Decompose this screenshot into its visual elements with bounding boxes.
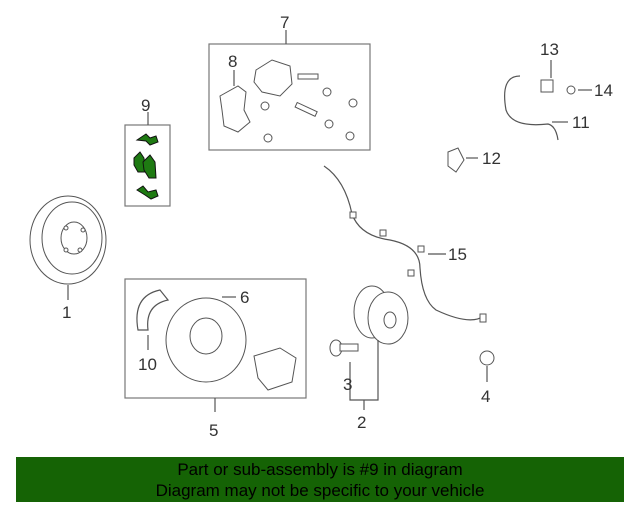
callout-15: 15 [448, 245, 467, 264]
banner-line-2: Diagram may not be specific to your vehi… [155, 481, 485, 500]
callout-4: 4 [481, 387, 490, 406]
info-banner: Part or sub-assembly is #9 in diagram Di… [16, 457, 624, 502]
callout-1: 1 [62, 303, 71, 322]
part-11-abs-sensor[interactable] [504, 75, 559, 141]
part-10-parking-brake-shoe[interactable] [136, 289, 170, 331]
callout-6: 6 [240, 288, 249, 307]
part-7-box [208, 43, 371, 151]
callout-3: 3 [343, 375, 352, 394]
part-12-bracket[interactable] [447, 147, 465, 173]
part-3-wheel-bolt[interactable] [329, 339, 359, 357]
callout-5: 5 [209, 421, 218, 440]
part-9-brake-pads[interactable] [133, 133, 159, 200]
callout-13: 13 [540, 40, 559, 59]
callout-10: 10 [138, 355, 157, 374]
callout-2: 2 [357, 413, 366, 432]
part-15-abs-sensor-wire[interactable] [323, 165, 487, 323]
callout-8: 8 [228, 52, 237, 71]
callout-14: 14 [594, 81, 613, 100]
part-6-backing-plate[interactable] [165, 297, 297, 391]
callout-12: 12 [482, 149, 501, 168]
part-13-bolt[interactable] [540, 79, 554, 93]
callout-9: 9 [141, 96, 150, 115]
banner-line-1: Part or sub-assembly is #9 in diagram [177, 460, 463, 479]
part-1-brake-rotor[interactable] [29, 195, 107, 300]
part-7-caliper-hardware[interactable] [219, 59, 358, 143]
callout-11: 11 [572, 113, 590, 132]
part-2-hub-bearing[interactable] [353, 285, 409, 345]
callout-7: 7 [280, 13, 289, 32]
part-14-washer[interactable] [566, 85, 576, 95]
part-4-nut[interactable] [479, 350, 495, 366]
